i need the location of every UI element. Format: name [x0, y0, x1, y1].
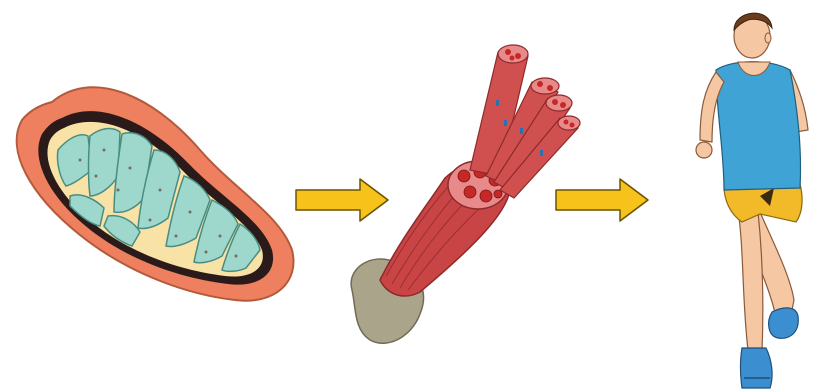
mitochondrion-icon: [17, 87, 294, 300]
arrow-right-icon: [556, 179, 648, 221]
runner-icon: [696, 13, 808, 388]
arrow-right-icon: [296, 179, 388, 221]
muscle-fiber-icon: [351, 45, 580, 343]
